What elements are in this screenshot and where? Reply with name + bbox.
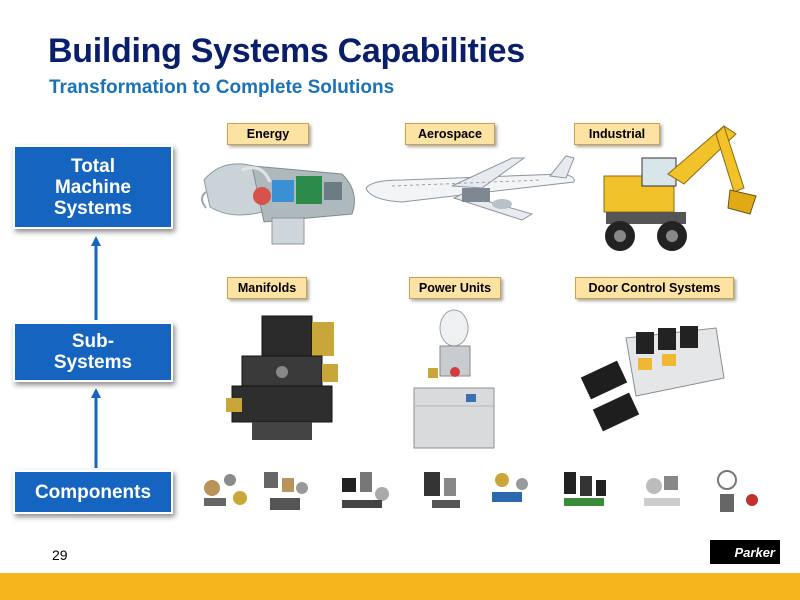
fittings-image xyxy=(204,474,247,506)
airliner-image xyxy=(365,155,575,221)
door-control-valve-assembly-image xyxy=(580,326,725,432)
door-control-systems-label: Door Control Systems xyxy=(575,277,734,299)
sub-systems-label: Sub- Systems xyxy=(53,331,133,373)
footer-bar xyxy=(0,573,800,600)
components-images-strip xyxy=(204,470,758,512)
sub-systems-box: Sub- Systems xyxy=(13,322,173,382)
slide-subtitle: Transformation to Complete Solutions xyxy=(49,77,395,98)
energy-label: Energy xyxy=(227,123,309,145)
valves-image xyxy=(264,472,308,510)
slide-title: Building Systems Capabilities xyxy=(48,32,525,70)
hydraulic-manifold-image xyxy=(226,315,338,440)
page-number: 29 xyxy=(52,547,68,563)
total-machine-systems-box: Total Machine Systems xyxy=(13,145,173,229)
arrow-up-icon xyxy=(91,236,101,320)
components-box: Components xyxy=(13,470,173,514)
filters-image xyxy=(717,470,758,512)
hoses-image xyxy=(564,472,606,506)
industrial-label: Industrial xyxy=(574,123,660,145)
wind-turbine-nacelle-image xyxy=(201,163,355,245)
arrow-up-icon xyxy=(91,388,101,468)
power-units-label: Power Units xyxy=(409,277,501,299)
excavator-image xyxy=(603,125,757,251)
pumps-image xyxy=(644,476,680,506)
components-label: Components xyxy=(34,481,152,503)
parker-logo: Parker xyxy=(710,540,780,564)
hydraulic-power-unit-image xyxy=(413,309,495,449)
manifolds-label: Manifolds xyxy=(227,277,307,299)
connectors-image xyxy=(424,472,460,508)
aerospace-label: Aerospace xyxy=(405,123,495,145)
couplings-image xyxy=(342,472,389,508)
cylinders-image xyxy=(492,473,528,502)
total-machine-systems-label: Total Machine Systems xyxy=(53,155,133,219)
